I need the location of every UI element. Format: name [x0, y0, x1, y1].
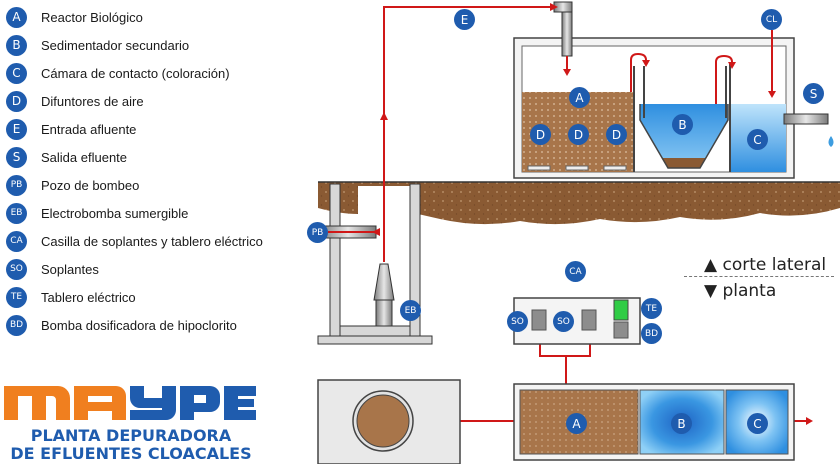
marker-d-2: D — [568, 124, 589, 145]
legend-label: Tablero eléctrico — [41, 289, 136, 305]
legend-badge: EB — [6, 202, 27, 224]
legend-label: Salida efluente — [41, 149, 128, 165]
blower-house — [513, 297, 641, 345]
legend-item: E Entrada afluente — [6, 118, 136, 140]
marker-te: TE — [641, 298, 662, 319]
marker-c-side: C — [747, 129, 768, 150]
legend-badge: B — [6, 34, 27, 56]
legend-label: Bomba dosificadora de hipoclorito — [41, 317, 237, 333]
legend-item: D Difuntores de aire — [6, 90, 144, 112]
marker-a-plan: A — [566, 413, 587, 434]
marker-eb: EB — [400, 300, 421, 321]
legend-item: CA Casilla de soplantes y tablero eléctr… — [6, 230, 263, 252]
legend-item: S Salida efluente — [6, 146, 127, 168]
marker-a-side: A — [569, 87, 590, 108]
marker-c-plan: C — [747, 413, 768, 434]
legend-badge: CA — [6, 230, 27, 252]
view-label-plan: ▼ planta — [704, 281, 777, 301]
legend-item: TE Tablero eléctrico — [6, 286, 136, 308]
marker-so-2: SO — [553, 311, 574, 332]
legend-badge: A — [6, 6, 27, 28]
pump-well — [317, 183, 433, 345]
legend-badge: S — [6, 146, 27, 168]
marker-so-1: SO — [507, 311, 528, 332]
legend-badge: D — [6, 90, 27, 112]
marker-e: E — [454, 9, 475, 30]
tank-side-view — [513, 37, 834, 179]
legend-label: Difuntores de aire — [41, 93, 144, 109]
legend-label: Casilla de soplantes y tablero eléctrico — [41, 233, 263, 249]
legend-item: SO Soplantes — [6, 258, 99, 280]
logo-subtitle-line2: DE EFLUENTES CLOACALES — [10, 444, 252, 463]
legend-label: Reactor Biológico — [41, 9, 143, 25]
legend-badge: PB — [6, 174, 27, 196]
mayper-logo: PLANTA DEPURADORA DE EFLUENTES CLOACALES — [0, 378, 262, 464]
legend-badge: BD — [6, 314, 27, 336]
legend-badge: SO — [6, 258, 27, 280]
logo-subtitle-line1: PLANTA DEPURADORA — [30, 426, 232, 445]
electric-panel — [613, 299, 629, 321]
legend-label: Soplantes — [41, 261, 99, 277]
legend-item: C Cámara de contacto (coloración) — [6, 62, 230, 84]
legend-item: EB Electrobomba sumergible — [6, 202, 188, 224]
legend-item: B Sedimentador secundario — [6, 34, 189, 56]
legend-badge: E — [6, 118, 27, 140]
legend-label: Electrobomba sumergible — [41, 205, 189, 221]
view-label-side: ▲ corte lateral — [704, 255, 827, 275]
legend-label: Entrada afluente — [41, 121, 137, 137]
legend-item: A Reactor Biológico — [6, 6, 143, 28]
marker-ca: CA — [565, 261, 586, 282]
legend-item: BD Bomba dosificadora de hipoclorito — [6, 314, 237, 336]
legend-item: PB Pozo de bombeo — [6, 174, 139, 196]
marker-cl: CL — [761, 9, 782, 30]
marker-s: S — [803, 83, 824, 104]
view-divider — [684, 276, 834, 277]
mayper-wordmark — [4, 386, 256, 420]
legend-label: Pozo de bombeo — [41, 177, 140, 193]
pump-well-plan — [317, 379, 461, 464]
water-drop-icon — [828, 136, 834, 147]
marker-pb: PB — [307, 222, 328, 243]
marker-b-plan: B — [671, 413, 692, 434]
legend-label: Cámara de contacto (coloración) — [41, 65, 230, 81]
legend-badge: C — [6, 62, 27, 84]
legend-label: Sedimentador secundario — [41, 37, 190, 53]
marker-d-1: D — [530, 124, 551, 145]
legend-badge: TE — [6, 286, 27, 308]
marker-b-side: B — [672, 114, 693, 135]
ground — [318, 181, 840, 225]
marker-d-3: D — [606, 124, 627, 145]
submersible-pump — [373, 263, 395, 327]
tank-plan-view — [513, 383, 795, 461]
dosing-pump — [613, 321, 629, 339]
marker-bd: BD — [641, 323, 662, 344]
